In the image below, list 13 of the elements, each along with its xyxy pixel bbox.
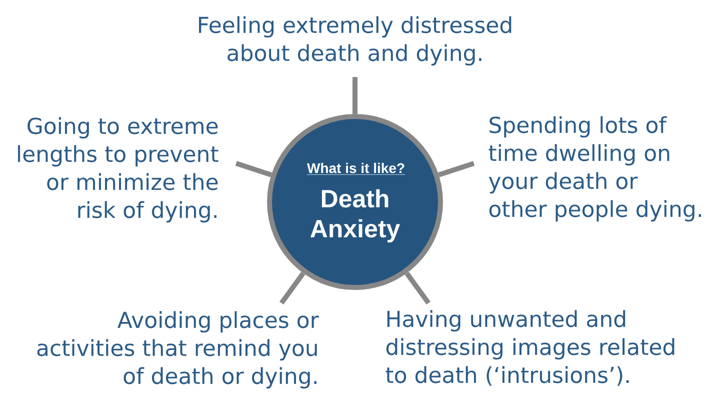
spoke-line: [438, 161, 475, 178]
description-text: Spending lots of time dwelling on your death or other people dying.: [488, 116, 701, 222]
topic-circle: [267, 114, 443, 290]
spoke-line: [352, 77, 358, 114]
description-text: Going to extreme lengths to prevent or minimize the risk of dying.: [18, 117, 218, 222]
description-text: Feeling extremely distressed about death and dying.: [199, 16, 512, 66]
description-text: Having unwanted and distressing images related to death (‘intrusions’).: [386, 310, 674, 386]
spoke-line: [279, 272, 306, 305]
spoke-line: [235, 161, 272, 178]
subheading: What is it like?: [306, 162, 406, 175]
spoke-line: [404, 272, 431, 305]
description-text: Avoiding places or activities that remind you of death or dying.: [37, 311, 319, 388]
title-text: Death Anxiety: [310, 189, 400, 242]
